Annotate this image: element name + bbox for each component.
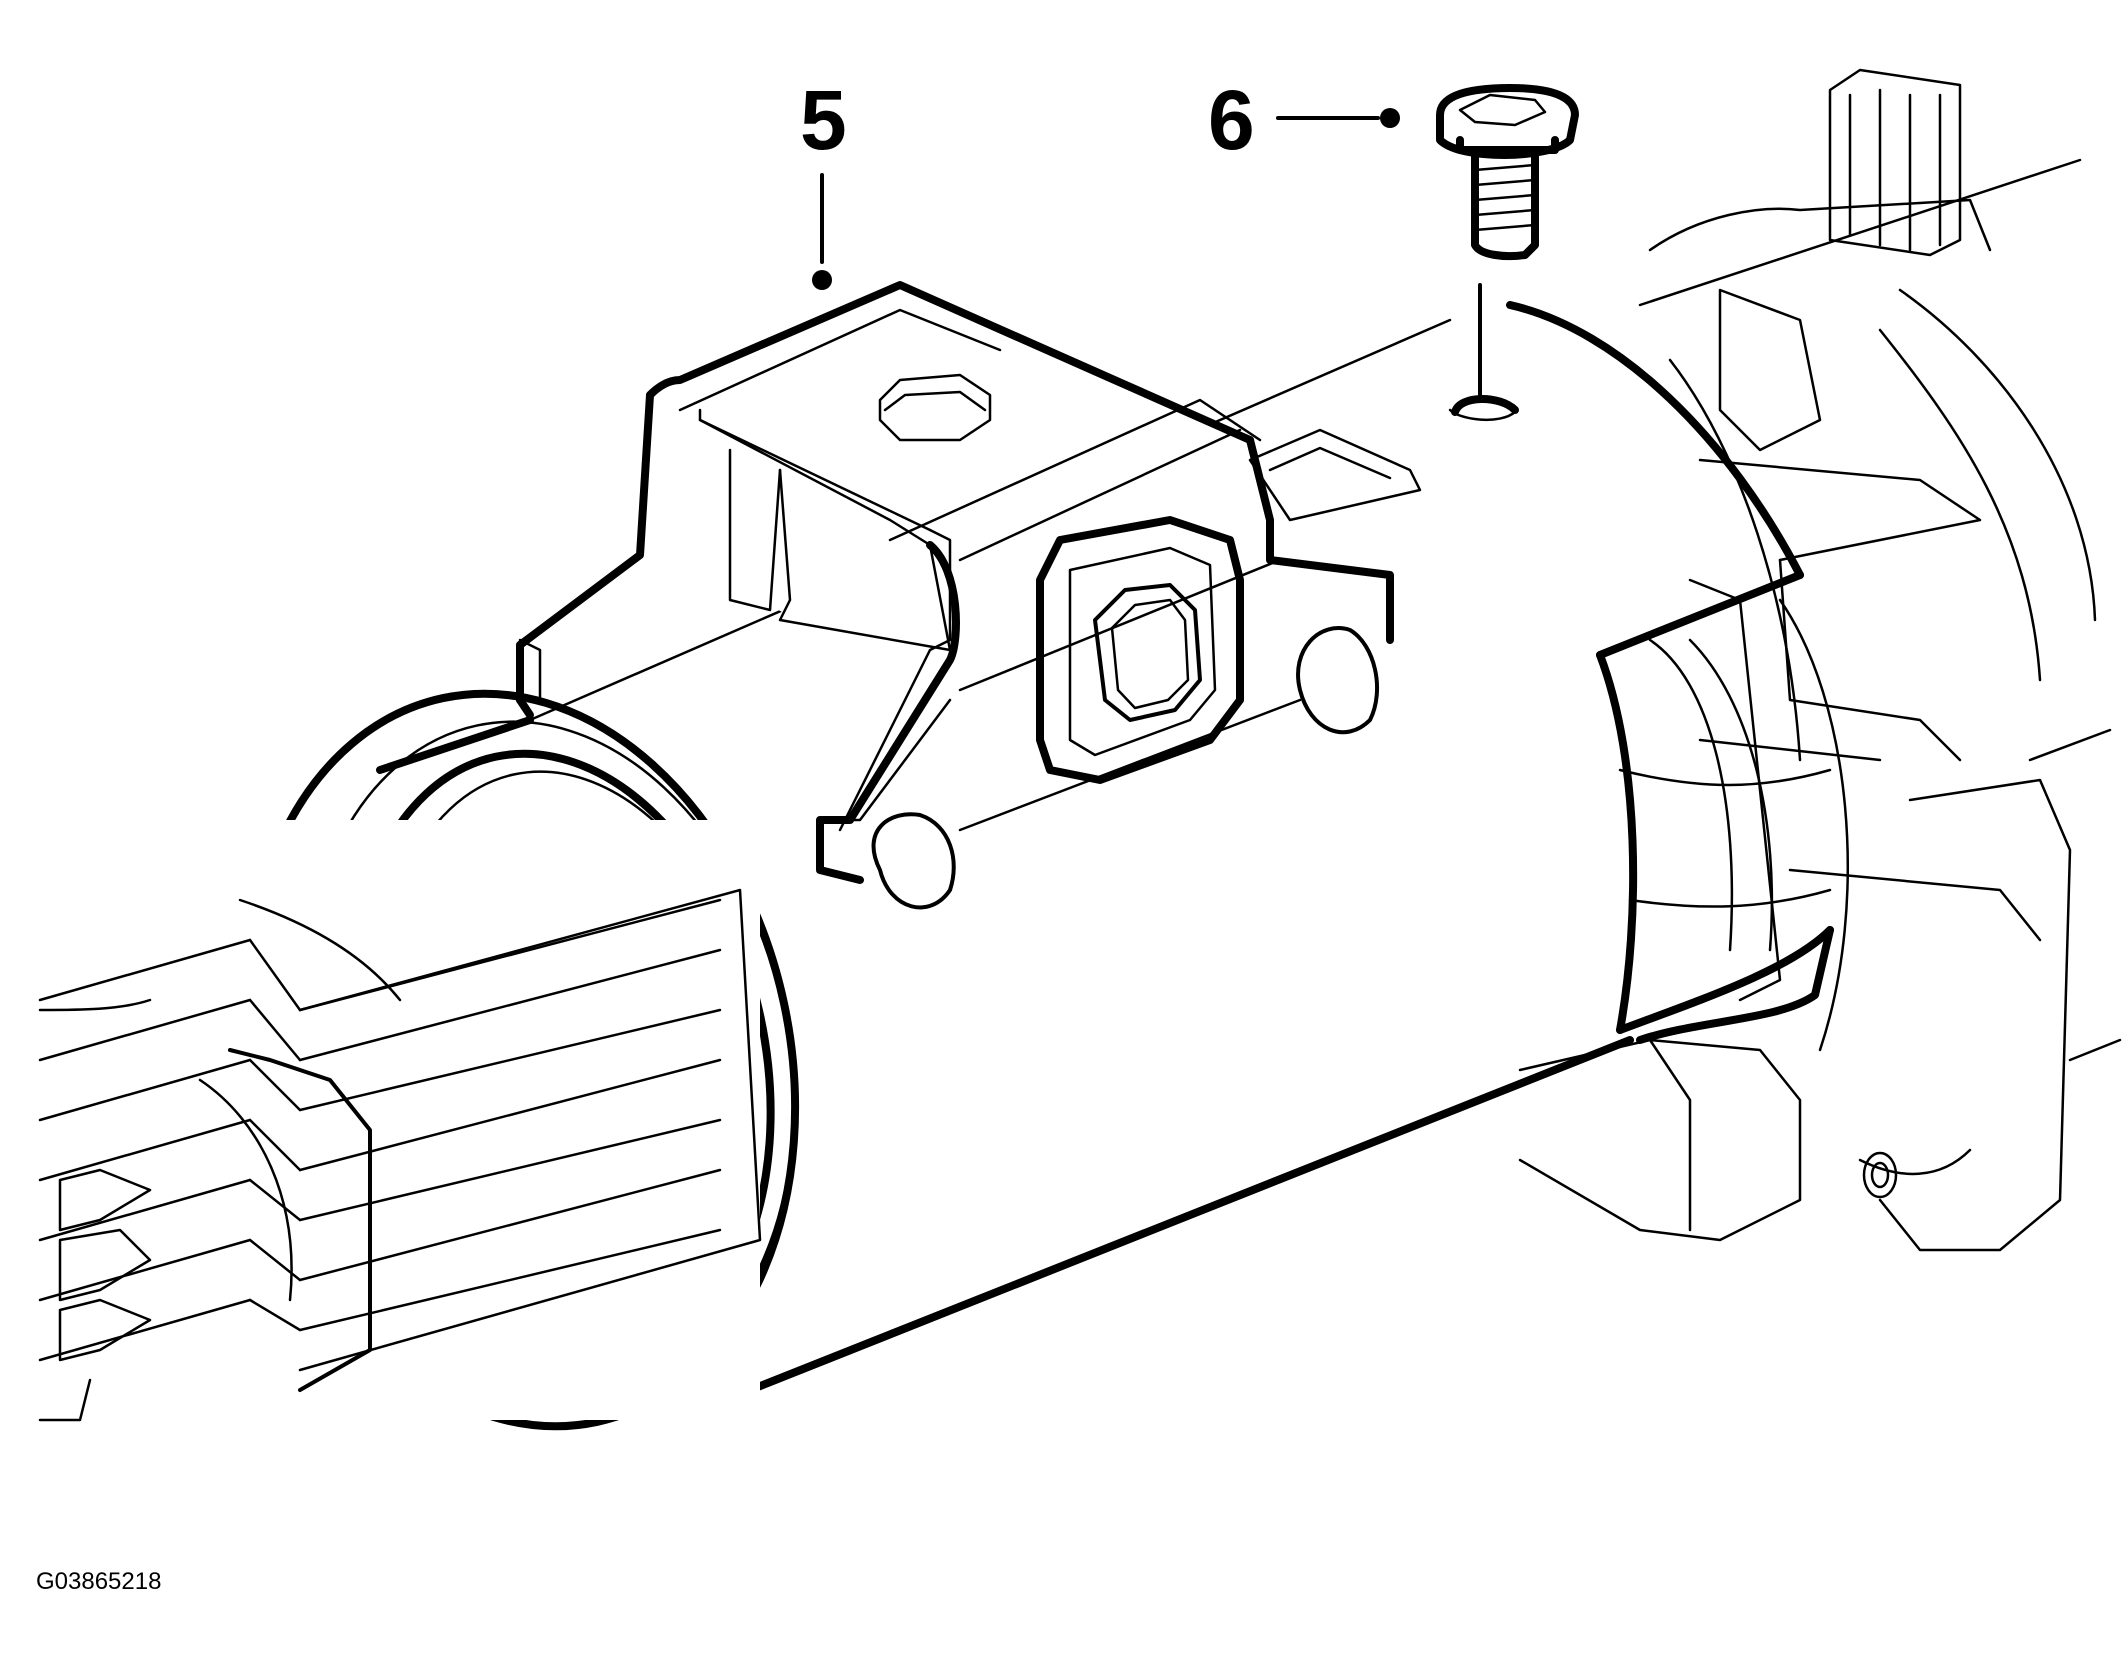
figure-id: G03865218 — [36, 1568, 162, 1595]
callout-5: 5 — [800, 73, 847, 167]
leader-lines — [812, 108, 1400, 290]
screw — [1436, 84, 1579, 422]
splined-shaft — [38, 820, 762, 1422]
mounting-bracket — [516, 281, 1422, 910]
rear-housing — [1518, 68, 2122, 1252]
callout-6: 6 — [1208, 73, 1255, 167]
